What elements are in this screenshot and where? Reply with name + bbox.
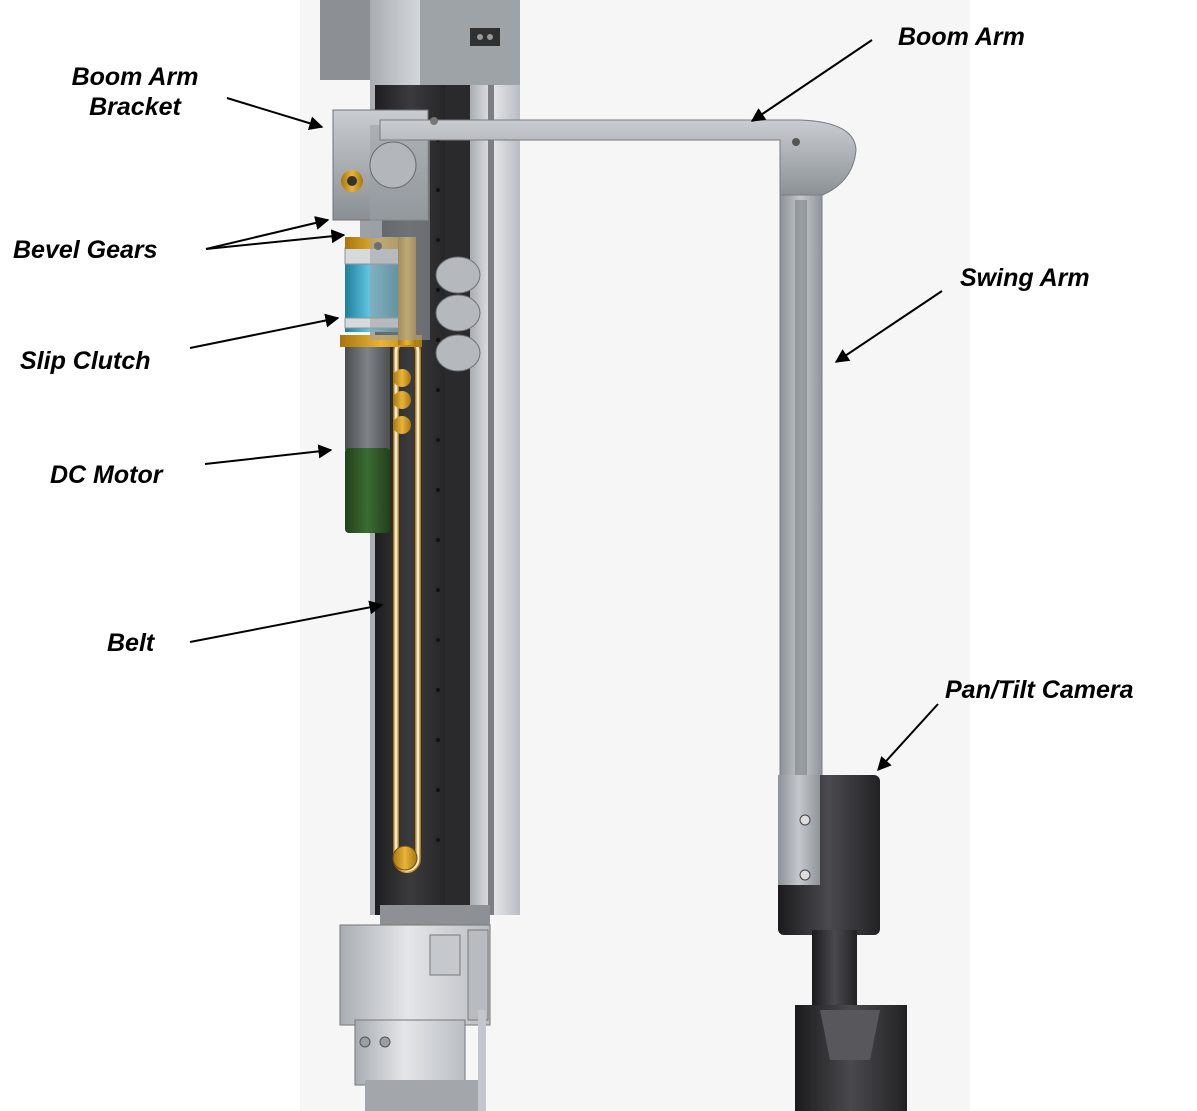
- base-shape: [339, 905, 491, 1111]
- label-boom-arm-bracket-line2: Bracket: [89, 93, 181, 121]
- label-dc-motor: DC Motor: [50, 461, 163, 489]
- arrow-boom-arm: [750, 39, 873, 122]
- label-belt: Belt: [107, 629, 155, 657]
- top-housing: [320, 0, 520, 90]
- leader-arrows: [189, 39, 943, 772]
- arrow-slip-clutch: [189, 313, 340, 349]
- label-pan-tilt-camera: Pan/Tilt Camera: [945, 676, 1134, 704]
- label-bevel-gears: Bevel Gears: [13, 236, 158, 264]
- arrow-dc-motor: [204, 444, 333, 465]
- arrow-boom-arm-bracket: [226, 97, 324, 131]
- label-boom-arm: Boom Arm: [898, 23, 1025, 51]
- arrow-pan-tilt-camera: [877, 703, 939, 772]
- label-boom-arm-bracket-line1: Boom Arm: [71, 63, 199, 91]
- arrow-belt: [189, 600, 384, 643]
- label-boom-arm-bracket: Boom Arm Bracket: [60, 62, 210, 122]
- arrow-bevel-gear-lower: [205, 229, 346, 250]
- label-swing-arm: Swing Arm: [960, 264, 1090, 292]
- label-slip-clutch: Slip Clutch: [20, 347, 151, 375]
- arrow-swing-arm: [834, 290, 943, 363]
- arrow-bevel-gear-upper: [205, 216, 330, 250]
- camera-shape: [778, 775, 907, 1111]
